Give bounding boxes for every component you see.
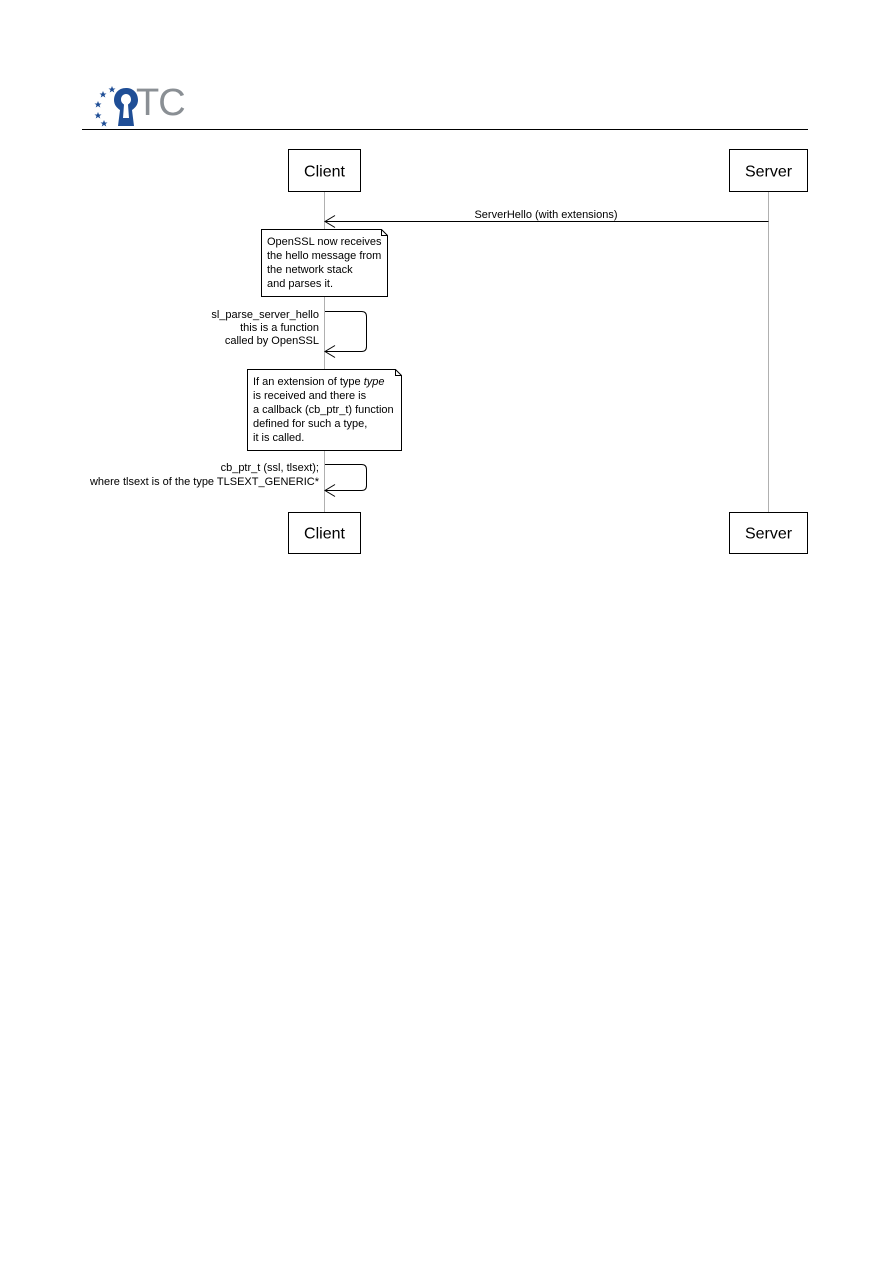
note-parse-line-2: the hello message from bbox=[267, 250, 381, 262]
participant-client-bottom-label: Client bbox=[304, 526, 345, 543]
page-header: TC bbox=[0, 0, 893, 140]
note-callback-line-1-prefix: If an extension of type bbox=[253, 376, 364, 388]
note-callback-line-3: a callback (cb_ptr_t) function bbox=[253, 404, 394, 416]
note-callback: If an extension of type type is received… bbox=[247, 369, 402, 451]
participant-server-top-label: Server bbox=[745, 164, 793, 181]
note-callback-line-1: If an extension of type type bbox=[253, 376, 384, 388]
participant-server-bottom-label: Server bbox=[745, 526, 793, 543]
participant-client-top-label: Client bbox=[304, 164, 345, 181]
note-callback-line-4: defined for such a type, bbox=[253, 418, 367, 430]
self-call-cb-ptr: cb_ptr_t (ssl, tlsext); where tlsext is … bbox=[89, 462, 367, 497]
note-parse: OpenSSL now receives the hello message f… bbox=[261, 229, 388, 297]
message-serverhello: ServerHello (with extensions) bbox=[324, 209, 769, 228]
logo-text: TC bbox=[136, 82, 186, 124]
note-callback-line-5: it is called. bbox=[253, 432, 304, 444]
self-call-2-line-1: cb_ptr_t (ssl, tlsext); bbox=[221, 462, 319, 474]
sequence-diagram: Client Server ServerHello (with extensio… bbox=[89, 149, 808, 554]
participant-client-top: Client bbox=[288, 149, 361, 192]
self-call-parse-server-hello: sl_parse_server_hello this is a function… bbox=[211, 309, 367, 358]
note-callback-line-2: is received and there is bbox=[253, 390, 367, 402]
note-parse-line-3: the network stack bbox=[267, 264, 353, 276]
self-call-2-line-2: where tlsext is of the type TLSEXT_GENER… bbox=[89, 476, 320, 488]
message-serverhello-label: ServerHello (with extensions) bbox=[474, 209, 617, 221]
note-callback-line-1-italic: type bbox=[364, 376, 385, 388]
participant-server-bottom: Server bbox=[729, 512, 808, 554]
self-call-1-line-2: this is a function bbox=[240, 322, 319, 334]
participant-server-top: Server bbox=[729, 149, 808, 192]
self-call-1-line-3: called by OpenSSL bbox=[225, 335, 319, 347]
note-parse-line-1: OpenSSL now receives bbox=[267, 236, 382, 248]
participant-client-bottom: Client bbox=[288, 512, 361, 554]
header-divider bbox=[82, 129, 808, 130]
note-parse-line-4: and parses it. bbox=[267, 278, 333, 290]
keyhole-stars-logo-icon bbox=[94, 86, 138, 127]
self-call-1-line-1: sl_parse_server_hello bbox=[211, 309, 319, 321]
